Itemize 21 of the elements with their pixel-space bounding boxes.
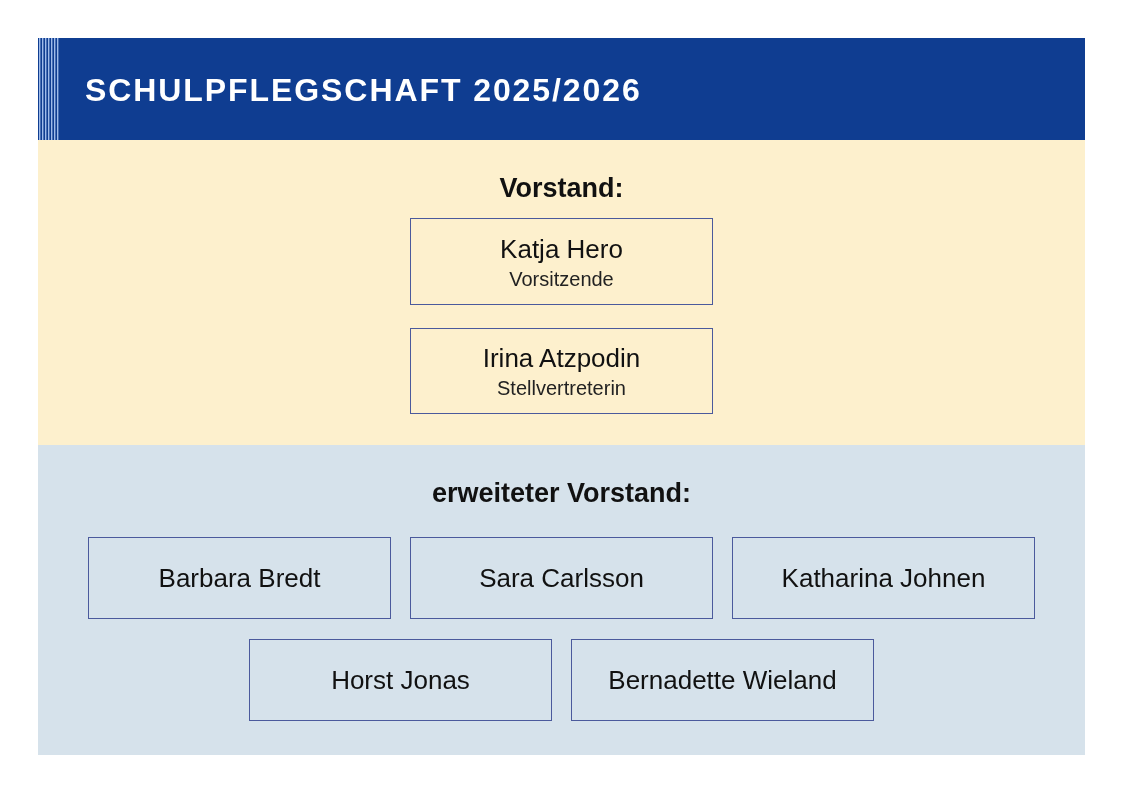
member-name: Sara Carlsson	[479, 562, 644, 594]
section-heading: erweiteter Vorstand:	[431, 477, 692, 510]
member-card	[88, 537, 391, 619]
member-name: Barbara Bredt	[158, 562, 321, 594]
member-card	[732, 537, 1035, 619]
member-card	[410, 218, 713, 305]
member-role: Stellvertreterin	[497, 376, 626, 400]
member-name: Horst Jonas	[331, 664, 470, 696]
member-card	[410, 328, 713, 414]
member-name: Irina Atzpodin	[482, 342, 641, 374]
member-name: Katja Hero	[500, 232, 623, 265]
section-heading: Vorstand:	[499, 172, 624, 205]
member-card	[249, 639, 552, 721]
section-band	[38, 140, 1085, 445]
member-role: Vorsitzende	[509, 266, 614, 291]
section-band	[38, 445, 1085, 755]
page-title: SCHULPFLEGSCHAFT 2025/2026	[85, 71, 642, 109]
member-card	[571, 639, 874, 721]
member-name: Katharina Johnen	[781, 562, 986, 594]
member-name: Bernadette Wieland	[608, 664, 837, 696]
member-card	[410, 537, 713, 619]
